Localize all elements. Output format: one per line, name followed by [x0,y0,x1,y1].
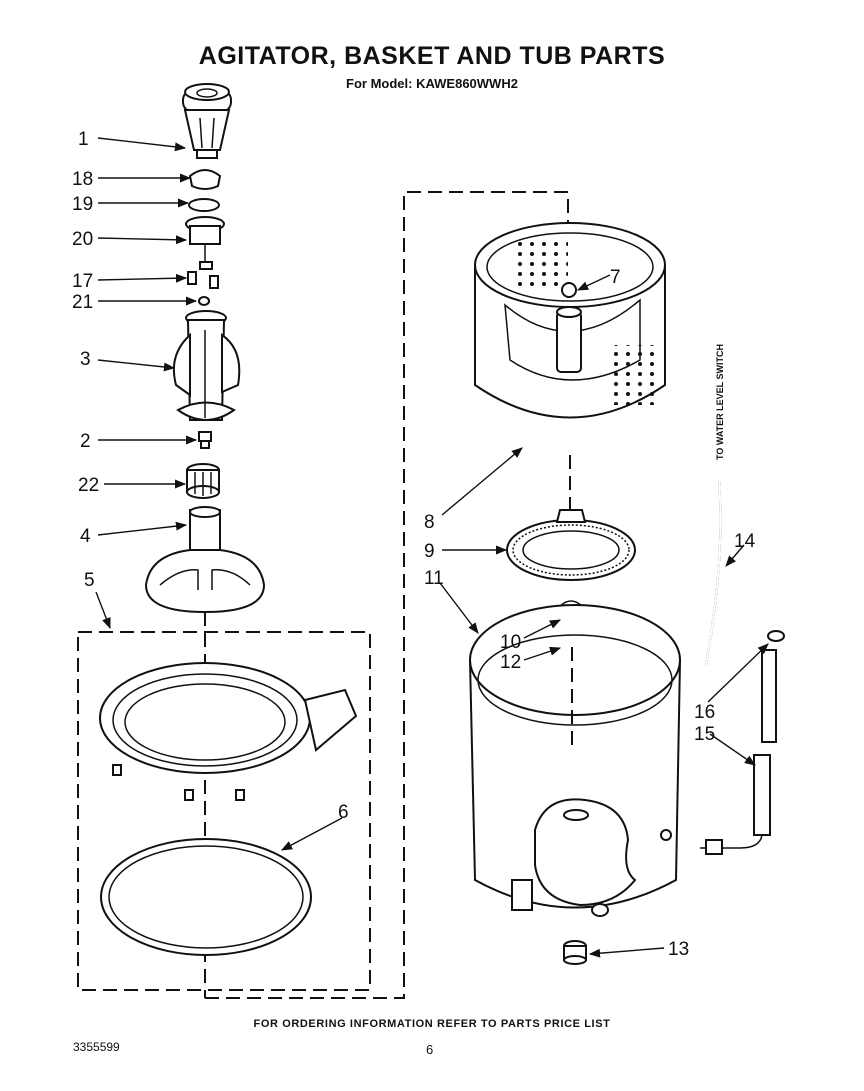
callout-14: 14 [734,531,756,552]
part-21-washer [198,296,210,306]
part-2-bolt [198,431,212,449]
part-18-agitator-dogs [188,169,222,190]
callout-10: 10 [500,632,521,653]
tub-ring [99,662,358,801]
page-title: AGITATOR, BASKET AND TUB PARTS [198,42,666,70]
callout-13: 13 [668,939,689,960]
part-8-basket [474,222,666,419]
callout-18: 18 [72,169,93,190]
part-1-agitator-cap [182,83,232,159]
callout-22: 22 [78,475,99,496]
part-20-cam [185,216,225,270]
leader-lines [95,137,769,958]
callout-11: 11 [424,568,444,589]
ordering-note: FOR ORDERING INFORMATION REFER TO PARTS … [253,1018,611,1030]
callout-2: 2 [80,431,91,452]
callout-16: 16 [694,702,715,723]
model-subtitle: For Model: KAWE860WWH2 [346,76,518,91]
callout-6: 6 [338,802,349,823]
callout-3: 3 [80,349,91,370]
part-22-coupling [186,463,220,499]
callout-7: 7 [610,267,621,288]
part-13-foot [563,940,587,965]
water-level-switch-label: TO WATER LEVEL SWITCH [715,344,725,460]
callout-8: 8 [424,512,435,533]
part-16-clamp [767,630,785,642]
part-3-agitator [172,310,241,421]
callout-9: 9 [424,541,435,562]
callout-5: 5 [84,570,95,591]
callout-20: 20 [72,229,93,250]
part-6-gasket [100,838,312,956]
page-number: 6 [426,1042,434,1057]
part-14-tube [705,479,722,666]
part-4-wash-plate [144,506,266,614]
callout-15: 15 [694,724,715,745]
part-15-hose [700,649,777,855]
document-number: 3355599 [73,1040,120,1054]
callout-1: 1 [78,129,89,150]
callout-21: 21 [72,292,93,313]
callout-4: 4 [80,526,91,547]
part-19-ring [188,198,220,212]
part-11-tub [468,455,682,917]
callout-19: 19 [72,194,93,215]
callout-12: 12 [500,652,521,673]
callout-17: 17 [72,271,93,292]
part-9-drive-hub [506,509,636,581]
part-17-clips [187,271,219,289]
